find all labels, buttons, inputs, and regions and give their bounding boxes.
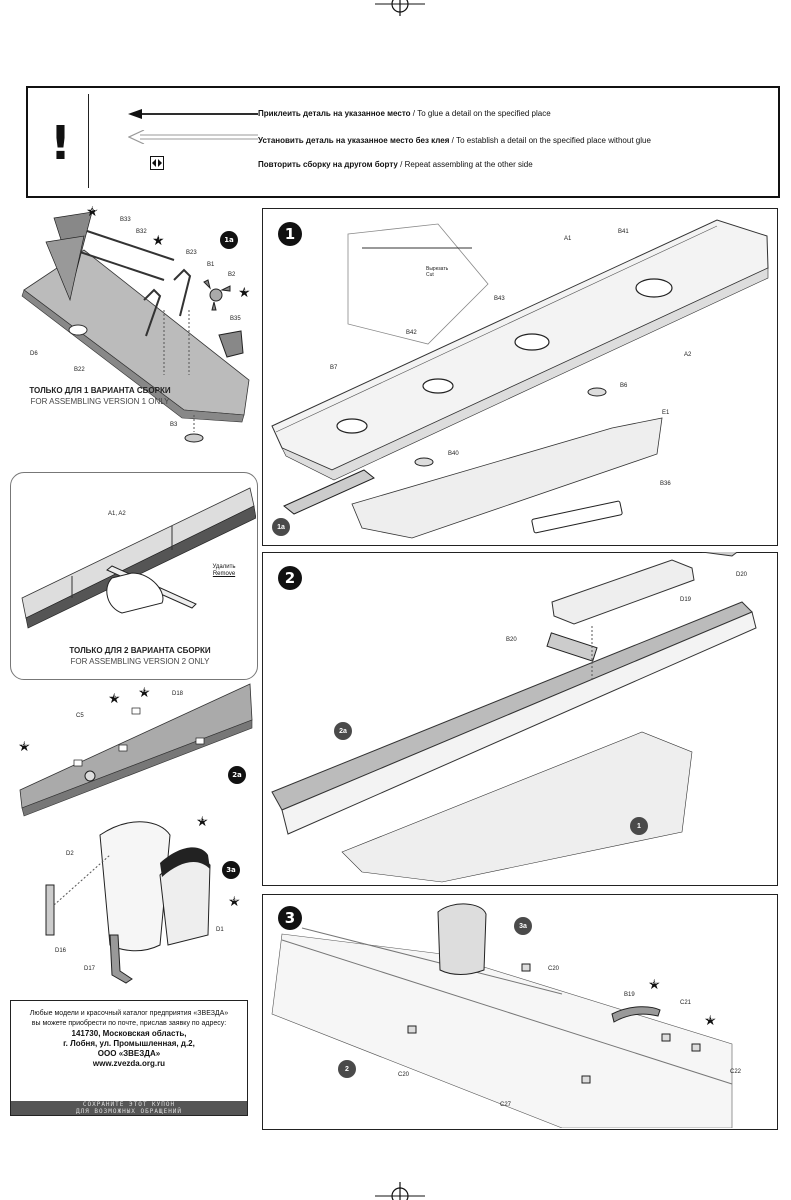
note-cut: Вырезать Cut: [426, 266, 449, 278]
label-d6: D6: [30, 351, 38, 357]
version2-box: [10, 472, 258, 680]
star-24: ★24: [86, 203, 99, 219]
step3-panel: [262, 894, 778, 1130]
step-2-badge: 2: [278, 566, 302, 590]
label-b40: B40: [448, 451, 459, 457]
label-d17: D17: [84, 966, 96, 972]
note-version2: ТОЛЬКО ДЛЯ 2 ВАРИАНТА СБОРКИ FOR ASSEMBL…: [69, 646, 211, 666]
label-b6: B6: [620, 383, 628, 389]
legend-noglue-en: To establish a detail on the specified p…: [456, 136, 651, 145]
noglue-arrow-icon: [128, 130, 258, 144]
website-link[interactable]: www.zvezda.org.ru: [92, 1059, 166, 1068]
exclamation-mark: !: [50, 116, 71, 170]
label-b23: B23: [186, 250, 197, 256]
subassembly-3a-drawing: [45, 821, 211, 984]
label-c20-b: C20: [398, 1072, 410, 1078]
address-box: Любые модели и красочный каталог предпри…: [10, 1000, 248, 1116]
legend-divider: [88, 94, 89, 188]
legend-box: !: [26, 86, 780, 198]
subassembly-1a-drawing: [21, 211, 250, 443]
label-b20: B20: [506, 637, 517, 643]
coupon-note: СОХРАНИТЕ ЭТОТ КУПОН ДЛЯ ВОЗМОЖНЫХ ОБРАЩ…: [11, 1101, 247, 1115]
step3-hull-drawing: [271, 903, 733, 1128]
legend-glue-ru: Приклеить деталь на указанное место: [258, 109, 411, 118]
star-30: ★30: [18, 738, 31, 754]
step1-hull-drawing: [271, 219, 769, 539]
legend-noglue: Установить деталь на указанное место без…: [258, 136, 651, 145]
label-e1: E1: [662, 410, 670, 416]
label-c22: C22: [730, 1069, 742, 1075]
label-b3: B3: [170, 422, 178, 428]
step3-2-callout: 2: [338, 1060, 356, 1078]
label-c5: C5: [76, 713, 84, 719]
step-3-badge: 3: [278, 906, 302, 930]
legend-repeat-en: Repeat assembling at the other side: [404, 160, 533, 169]
star-8: ★8: [108, 690, 121, 706]
label-b36: B36: [660, 481, 671, 487]
step-2a-badge: 2a: [228, 766, 246, 784]
star-7: ★7: [152, 232, 165, 248]
step-1-badge: 1: [278, 222, 302, 246]
label-b42: B42: [406, 330, 417, 336]
label-d2: D2: [66, 851, 74, 857]
label-b43: B43: [494, 296, 505, 302]
label-b2: B2: [228, 272, 236, 278]
label-d20: D20: [736, 572, 748, 578]
step3-3a-callout: 3a: [514, 917, 532, 935]
registration-mark-top: [375, 0, 425, 16]
label-d16: D16: [55, 948, 67, 954]
label-c27: C27: [500, 1102, 512, 1108]
step-1a-badge: 1a: [220, 231, 238, 249]
step2-panel: [262, 552, 778, 886]
glue-arrow-icon: [128, 109, 258, 119]
step-3a-badge: 3a: [222, 861, 240, 879]
label-b1: B1: [207, 262, 215, 268]
registration-mark-bottom: [375, 1182, 425, 1200]
label-b41: B41: [618, 229, 629, 235]
note-version1: ТОЛЬКО ДЛЯ 1 ВАРИАНТА СБОРКИ FOR ASSEMBL…: [29, 386, 171, 406]
version2-drawing: [21, 487, 256, 629]
star-29: ★29: [196, 813, 209, 829]
legend-repeat-ru: Повторить сборку на другом борту: [258, 160, 398, 169]
label-d1: D1: [216, 927, 224, 933]
label-b33: B33: [120, 217, 131, 223]
star-22: ★22: [138, 684, 151, 700]
legend-glue: Приклеить деталь на указанное место / To…: [258, 109, 551, 118]
label-b7: B7: [330, 365, 338, 371]
repeat-other-side-icon: [150, 156, 164, 170]
legend-noglue-ru: Установить деталь на указанное место без…: [258, 136, 450, 145]
star-30-b: ★30: [648, 976, 661, 992]
step2-2a-callout: 2a: [334, 722, 352, 740]
label-a1a2: A1, A2: [108, 511, 126, 517]
step2-hull-drawing: [271, 552, 757, 883]
label-d18: D18: [172, 691, 184, 697]
label-c20-a: C20: [548, 966, 560, 972]
label-b35: B35: [230, 316, 241, 322]
step1-panel: [262, 208, 778, 546]
label-b19: B19: [624, 992, 635, 998]
legend-glue-en: To glue a detail on the specified place: [417, 109, 551, 118]
step1-1a-callout: 1a: [272, 518, 290, 536]
star-4: ★4: [238, 284, 251, 300]
label-b22: B22: [74, 367, 85, 373]
subassembly-2a-drawing: [19, 683, 253, 817]
note-remove: Удалить Remove: [212, 564, 236, 577]
star-26: ★26: [704, 1012, 717, 1028]
label-a1: A1: [564, 236, 572, 242]
label-d19: D19: [680, 597, 692, 603]
step2-1-callout: 1: [630, 817, 648, 835]
label-c21: C21: [680, 1000, 692, 1006]
label-b32: B32: [136, 229, 147, 235]
legend-repeat: Повторить сборку на другом борту / Repea…: [258, 160, 533, 169]
star-38: ★38: [228, 893, 241, 909]
label-a2: A2: [684, 352, 692, 358]
